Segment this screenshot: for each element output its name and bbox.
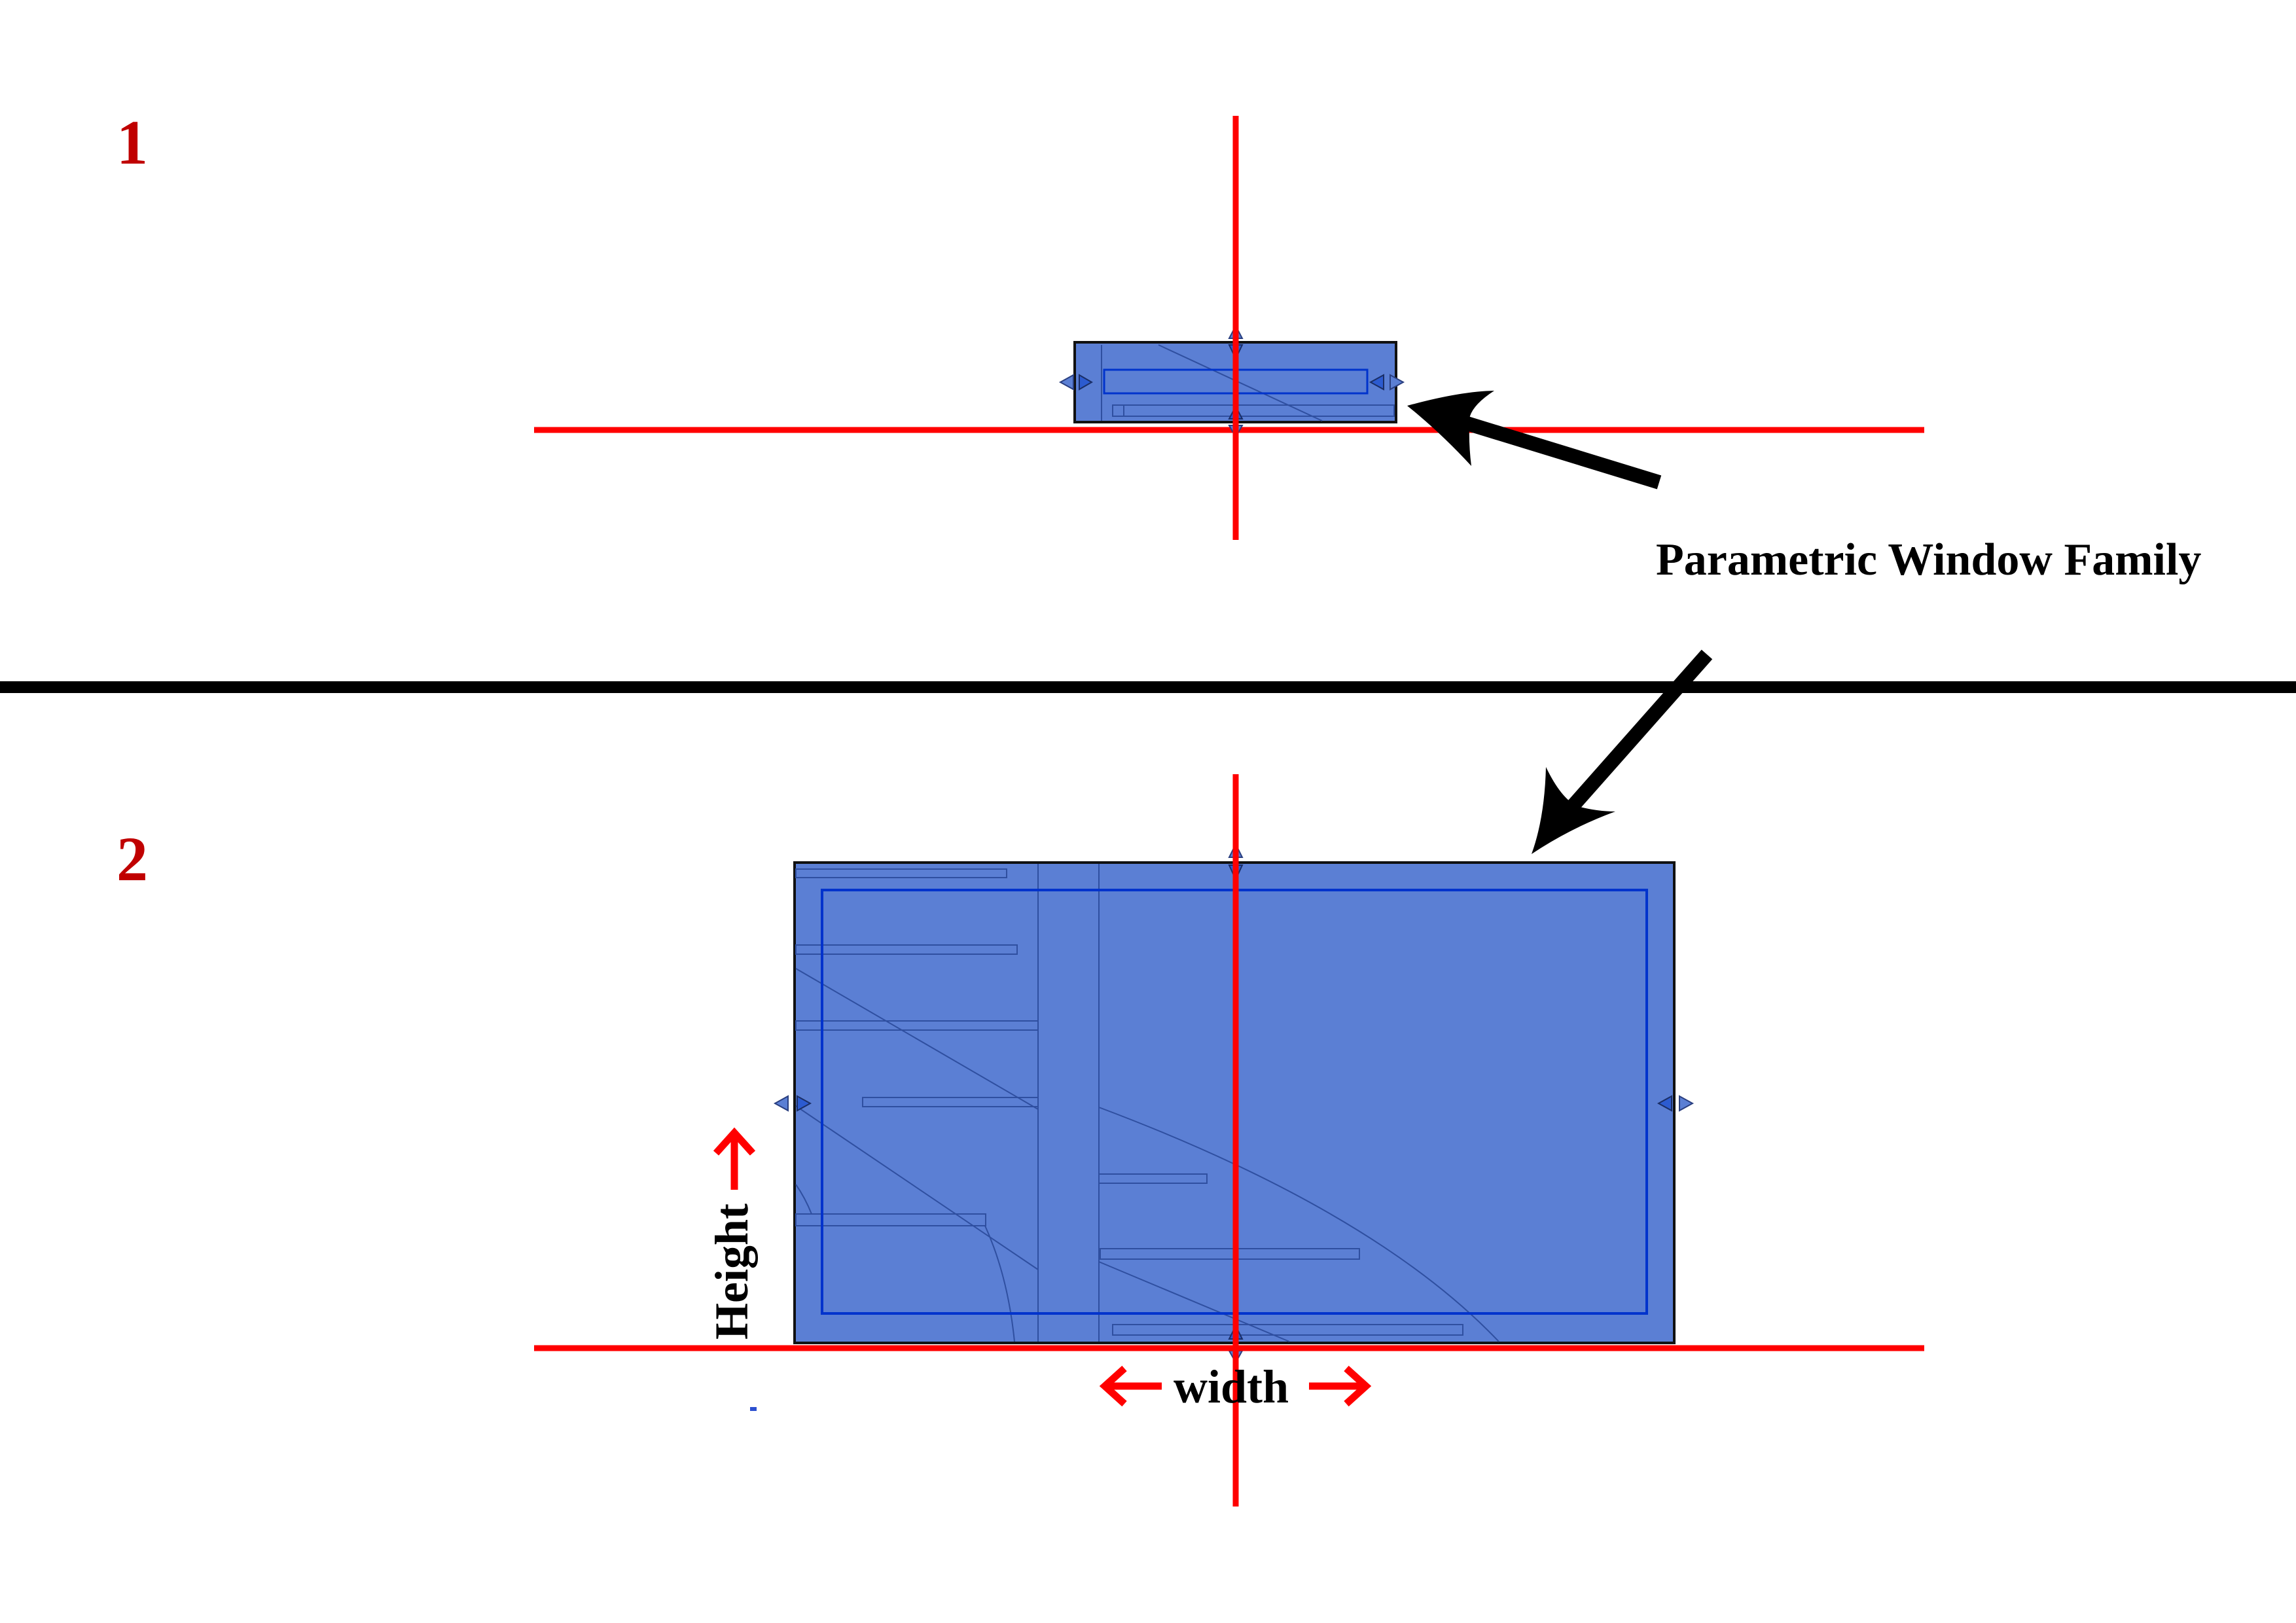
grip-left-inner-icon[interactable] bbox=[1079, 374, 1093, 391]
grip-right-outer-icon[interactable] bbox=[1390, 374, 1405, 391]
resized-window-grips[interactable] bbox=[773, 842, 1695, 1364]
panel-1: 1 bbox=[117, 107, 1924, 540]
panel-divider bbox=[0, 681, 2296, 693]
grip-left-inner-icon[interactable] bbox=[797, 1095, 812, 1112]
arrow-up-icon bbox=[713, 1127, 756, 1190]
grip-right-outer-icon[interactable] bbox=[1679, 1095, 1695, 1112]
curved-arrow-icon bbox=[1532, 649, 1713, 854]
sill-end bbox=[1112, 404, 1124, 417]
curved-arrow-icon bbox=[1407, 391, 1662, 490]
height-dimension: Height bbox=[706, 1127, 758, 1340]
panel-number-2: 2 bbox=[117, 824, 148, 894]
panel-number-1: 1 bbox=[117, 107, 148, 177]
width-label: width bbox=[1174, 1361, 1289, 1413]
arrow-left-icon bbox=[1099, 1365, 1162, 1407]
height-label: Height bbox=[706, 1204, 758, 1340]
width-dimension: width bbox=[1099, 1361, 1372, 1413]
grip-left-outer-icon[interactable] bbox=[773, 1095, 789, 1112]
small-marker bbox=[750, 1407, 757, 1411]
grip-right-inner-icon[interactable] bbox=[1369, 374, 1384, 391]
arrow-right-icon bbox=[1309, 1365, 1372, 1407]
grip-right-inner-icon[interactable] bbox=[1657, 1095, 1672, 1112]
window-detail-lines bbox=[795, 864, 1499, 1342]
panel-2: 2 bbox=[117, 649, 1924, 1507]
small-window-grips[interactable] bbox=[1058, 324, 1405, 439]
grip-left-outer-icon[interactable] bbox=[1058, 374, 1074, 391]
swing-line bbox=[1158, 344, 1323, 421]
callout-label: Parametric Window Family bbox=[1656, 535, 2201, 585]
